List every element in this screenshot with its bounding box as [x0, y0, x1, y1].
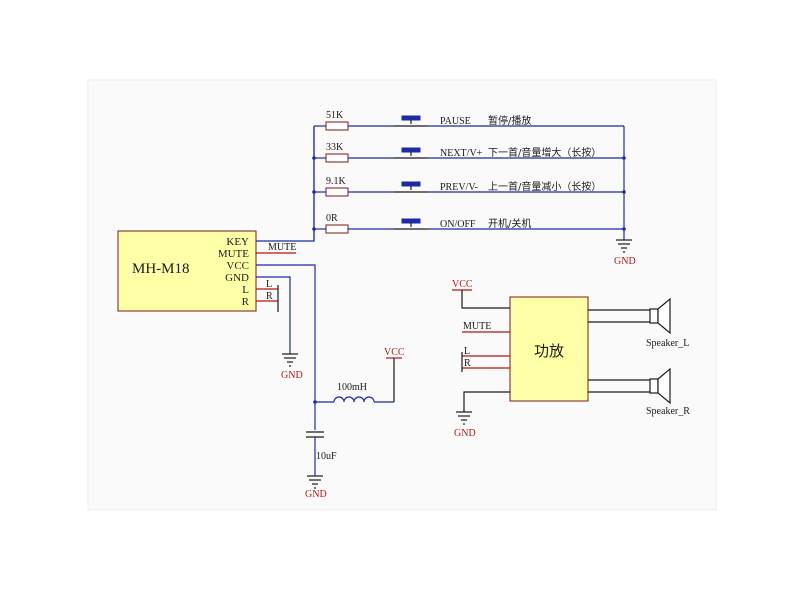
button-row-next: 33K NEXT/V+ 下一首/音量增大（长按）	[314, 142, 624, 163]
amp-r-label: R	[464, 358, 471, 369]
resistor-value: 0R	[326, 213, 338, 224]
inductor-value: 100mH	[337, 382, 367, 393]
amp-gnd-wire	[463, 391, 510, 412]
pin-mute: MUTE	[218, 248, 249, 260]
resistor-value: 9.1K	[326, 176, 347, 187]
button-label: ON/OFF	[440, 219, 476, 230]
speaker-l-label: Speaker_L	[646, 338, 689, 349]
button-desc: 上一首/音量减小（长按）	[488, 180, 601, 193]
vcc-pin-wire	[256, 264, 316, 430]
amp-l-label: L	[464, 346, 470, 357]
pin-gnd: GND	[225, 272, 249, 284]
gnd-pin-wire	[256, 276, 291, 354]
capacitor-value: 10uF	[316, 451, 337, 462]
button-label: PAUSE	[440, 116, 471, 127]
amplifier-block: 功放 VCC MUTE L R GND	[452, 279, 650, 439]
pushbutton-icon	[401, 115, 421, 121]
gnd-label-module: GND	[281, 370, 303, 381]
resistor-9k1	[325, 187, 349, 197]
mh-m18-module: MH-M18 KEY MUTE VCC GND L R	[117, 230, 257, 312]
pushbutton-icon	[401, 181, 421, 187]
button-label: PREV/V-	[440, 182, 478, 193]
module-name: MH-M18	[132, 261, 190, 277]
button-row-prev: 9.1K PREV/V- 上一首/音量减小（长按）	[314, 176, 624, 197]
mh-m18-body	[117, 230, 257, 312]
inductor-icon	[333, 396, 375, 403]
resistor-0r	[325, 224, 349, 234]
lc-filter: VCC 100mH 10uF GND	[305, 347, 405, 500]
button-desc: 开机/关机	[488, 217, 531, 230]
speaker-icon	[649, 378, 659, 394]
button-ladder: 51K PAUSE 暂停/播放 33K NEXT/V+ 下一首/音量增大（长按）	[312, 110, 626, 241]
button-desc: 下一首/音量增大（长按）	[488, 146, 601, 159]
speaker-l: Speaker_L	[646, 297, 689, 349]
pin-r: R	[242, 296, 250, 308]
amp-vcc-label: VCC	[452, 279, 473, 290]
resistor-value: 33K	[326, 142, 344, 153]
button-row-onoff: 0R ON/OFF 开机/关机	[314, 213, 624, 234]
button-desc: 暂停/播放	[488, 114, 531, 127]
pin-key: KEY	[226, 236, 249, 248]
speaker-r-label: Speaker_R	[646, 406, 690, 417]
speaker-icon	[649, 308, 659, 324]
resistor-33k	[325, 153, 349, 163]
mute-net-label: MUTE	[268, 242, 296, 253]
l-net-label: L	[266, 279, 272, 290]
pin-l: L	[242, 284, 249, 296]
speaker-r: Speaker_R	[646, 367, 690, 417]
gnd-symbol-module: GND	[281, 353, 303, 381]
module-pin-wires: MUTE L R	[256, 126, 316, 430]
gnd-label-ladder: GND	[614, 256, 636, 267]
amp-vcc-wire	[461, 290, 510, 309]
button-label: NEXT/V+	[440, 148, 483, 159]
amplifier-body	[509, 296, 589, 402]
amplifier-name: 功放	[534, 342, 564, 360]
pushbutton-icon	[401, 147, 421, 153]
button-row-pause: 51K PAUSE 暂停/播放	[314, 110, 624, 131]
gnd-symbol-ladder: GND	[614, 239, 636, 267]
r-net-label: R	[266, 291, 273, 302]
amp-gnd-label: GND	[454, 428, 476, 439]
resistor-51k	[325, 121, 349, 131]
resistor-value: 51K	[326, 110, 344, 121]
gnd-label-filter: GND	[305, 489, 327, 500]
vcc-label-filter: VCC	[384, 347, 405, 358]
pushbutton-icon	[401, 218, 421, 224]
amp-mute-label: MUTE	[463, 321, 491, 332]
pin-vcc: VCC	[226, 260, 249, 272]
